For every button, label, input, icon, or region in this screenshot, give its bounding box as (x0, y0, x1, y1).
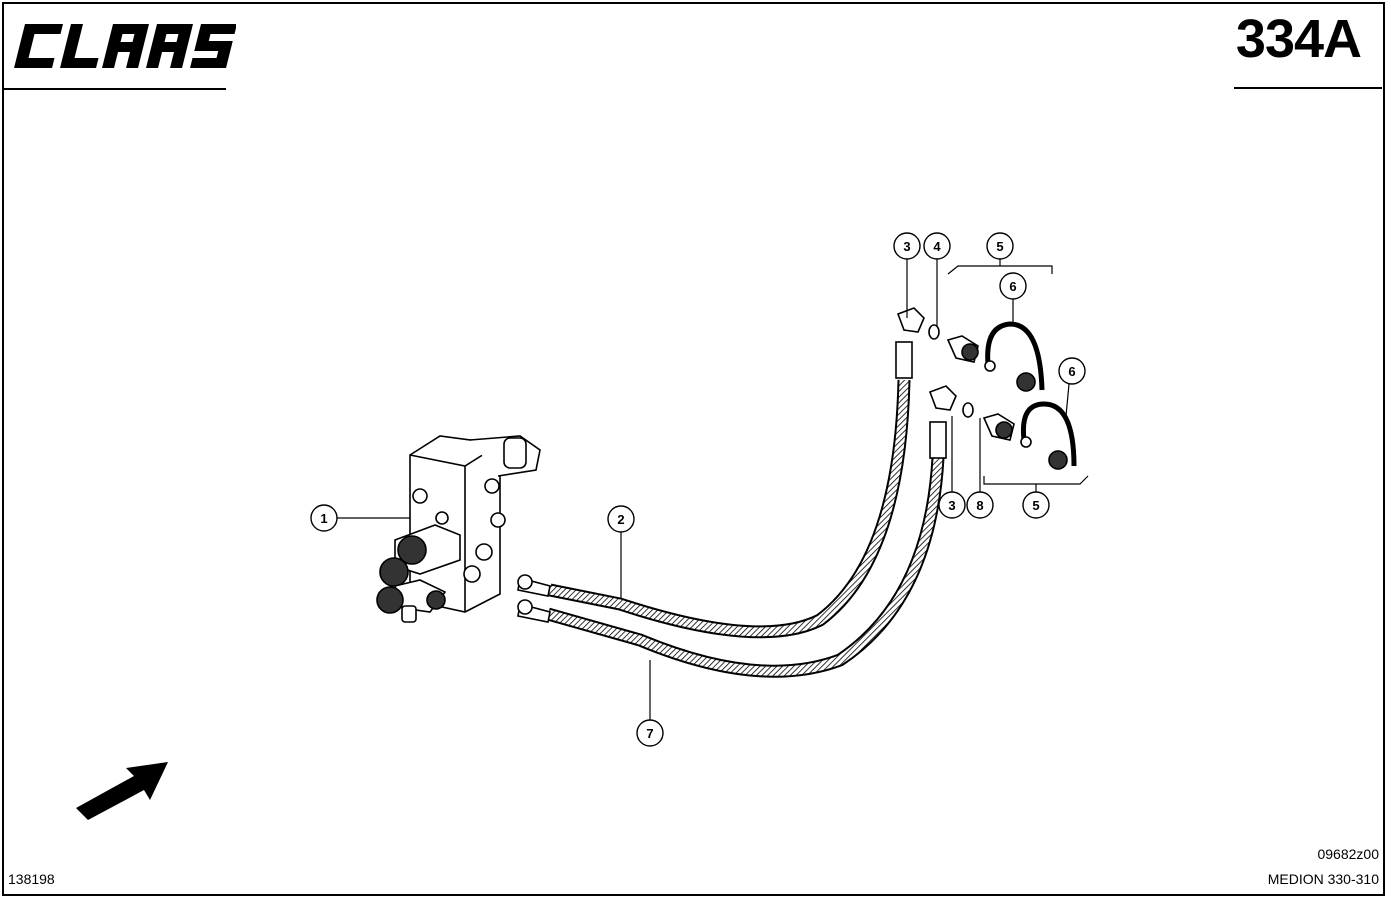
sheet-number: 138198 (8, 871, 55, 887)
callout-label: 8 (976, 498, 983, 513)
callout-label: 6 (1009, 279, 1016, 294)
callout-6-upper: 6 (999, 272, 1027, 300)
callout-group: 1 2 3 4 5 6 6 3 8 5 7 (310, 232, 1086, 747)
callout-1: 1 (310, 504, 338, 532)
callout-label: 1 (320, 511, 327, 526)
callout-label: 2 (617, 512, 624, 527)
lower-coupling-set (928, 385, 1077, 470)
upper-coupling-set (896, 307, 1045, 392)
logo-underline (4, 88, 226, 90)
callout-label: 7 (646, 726, 653, 741)
callout-5-upper: 5 (986, 232, 1014, 260)
callout-label: 4 (933, 239, 941, 254)
callout-label: 3 (948, 498, 955, 513)
brand-logo (14, 24, 236, 68)
callout-label: 6 (1068, 364, 1075, 379)
leader-lines (337, 259, 1089, 720)
callout-label: 5 (1032, 498, 1039, 513)
callout-4: 4 (923, 232, 951, 260)
callout-8: 8 (966, 491, 994, 519)
valve-block (376, 435, 541, 623)
page-number-underline (1234, 87, 1382, 89)
hose-2 (517, 341, 913, 639)
callout-7: 7 (636, 719, 664, 747)
callout-5-lower: 5 (1022, 491, 1050, 519)
page-number: 334A (1235, 9, 1362, 69)
callout-label: 3 (903, 239, 910, 254)
callout-3-upper: 3 (893, 232, 921, 260)
callout-3-lower: 3 (938, 491, 966, 519)
callout-label: 5 (996, 239, 1003, 254)
hose-7 (517, 421, 947, 678)
direction-arrow-icon (76, 762, 168, 820)
drawing-code: 09682z00 (1317, 846, 1379, 862)
callout-6-lower: 6 (1058, 357, 1086, 385)
callout-2: 2 (607, 505, 635, 533)
model-name: MEDION 330-310 (1267, 871, 1379, 887)
